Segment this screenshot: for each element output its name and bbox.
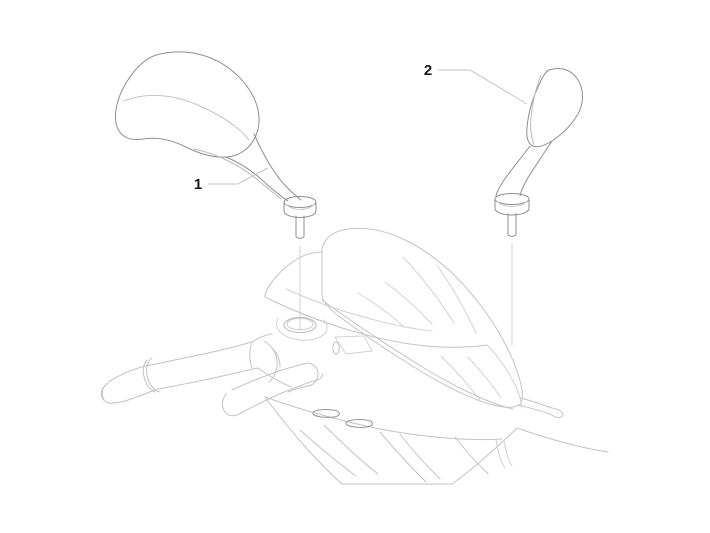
- right-mirror-stem-inner: [495, 145, 531, 198]
- left-mirror-stud: [295, 215, 305, 239]
- left-mirror-head-outline: [114, 51, 260, 158]
- callout-2-label: 2: [424, 62, 432, 79]
- right-mirror-base-cylinder: [494, 193, 530, 216]
- right-mirror-head-crease: [530, 74, 542, 145]
- callout-1: 1: [194, 167, 269, 193]
- handlebar-left-arm: [100, 341, 259, 404]
- left-mirror-glass-crease: [123, 94, 250, 141]
- right-mirror-stem-outer: [519, 140, 553, 197]
- left-mirror-base-cylinder: [283, 196, 317, 218]
- right-lever-rod: [518, 397, 564, 418]
- left-mirror-stem-outer: [253, 133, 302, 201]
- handlebar-cowl-assembly: [100, 227, 609, 485]
- left-mirror-mount-hole: [283, 317, 317, 333]
- left-mirror-base-highlight: [285, 204, 315, 210]
- cowl-right-merge-line: [486, 344, 522, 409]
- cowl-deck-front-edge: [264, 296, 419, 346]
- left-mirror-mount-boss: [276, 317, 328, 341]
- left-mirror-stem-inner: [225, 156, 289, 202]
- callout-2-leader-line: [438, 69, 528, 105]
- cowl-deck-right-edge: [417, 344, 488, 348]
- right-mirror-stud: [507, 213, 517, 237]
- cowl-right-under-detail: [495, 439, 506, 469]
- left-rear-view-mirror: [114, 51, 317, 239]
- apron-slot-hole-lower: [345, 419, 373, 428]
- callout-2: 2: [424, 62, 528, 105]
- cowl-windscreen-shading: [357, 256, 502, 401]
- handlebar-centre-bracket: [222, 333, 324, 417]
- cowl-recess-hole: [332, 341, 340, 355]
- right-rear-view-mirror: [494, 67, 583, 237]
- cowl-right-under-detail-2: [503, 440, 513, 467]
- right-mirror-base-highlight: [496, 201, 528, 207]
- cowl-upper-deck: [264, 251, 323, 298]
- cowl-windscreen-lower-lip: [321, 299, 514, 410]
- cowl-deck-inner-panel: [285, 288, 433, 332]
- right-mirror-head-outline: [526, 67, 583, 148]
- cowl-lower-apron: [264, 396, 609, 485]
- apron-slot-hole-upper: [312, 409, 340, 418]
- cowl-apron-slot-holes: [312, 409, 373, 428]
- callout-1-leader-line: [208, 167, 269, 185]
- cowl-instrument-recess: [334, 335, 373, 355]
- left-mirror-stem-underside: [193, 148, 282, 200]
- callout-1-label: 1: [194, 176, 202, 193]
